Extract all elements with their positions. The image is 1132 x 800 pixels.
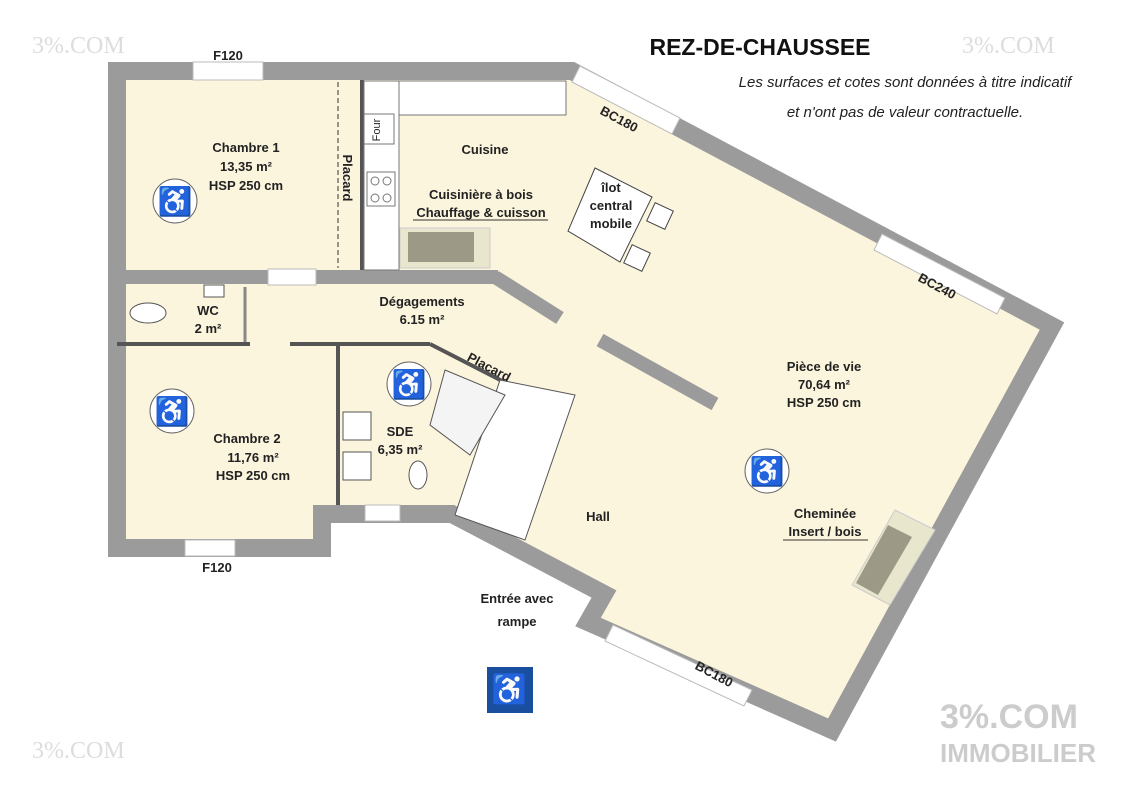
room-area: 2 m²	[195, 321, 222, 336]
room-area: 70,64 m²	[798, 377, 851, 392]
svg-text:♿: ♿	[158, 185, 193, 218]
room-area: 13,35 m²	[220, 159, 273, 174]
staircase	[429, 369, 576, 541]
watermark: 3%.COM 3%.COM 3%.COM 3%.COM IMMOBILIER	[32, 33, 1096, 768]
svg-text:♿: ♿	[155, 395, 190, 428]
svg-text:3%.COM: 3%.COM	[32, 738, 125, 764]
svg-text:3%.COM: 3%.COM	[32, 33, 125, 59]
wheelchair-icon: ♿ ♿ ♿ ♿	[149, 178, 790, 494]
kitchen-counter	[363, 80, 567, 271]
room-name: Chambre 1	[212, 140, 279, 155]
oven-label: Four	[371, 118, 383, 141]
accessibility-ramp-sign-icon: ♿	[487, 667, 533, 713]
island-label: îlot	[600, 180, 621, 195]
wood-stove	[399, 219, 548, 269]
fireplace-label: Insert / bois	[789, 524, 862, 539]
room-area: 11,76 m²	[227, 450, 279, 465]
room-name: Dégagements	[379, 294, 464, 309]
room-height: HSP 250 cm	[209, 178, 283, 193]
room-area: 6,35 m²	[378, 442, 423, 457]
appliance-label: Cuisinière à bois	[429, 187, 533, 202]
svg-text:3%.COM: 3%.COM	[940, 698, 1078, 736]
room-height: HSP 250 cm	[787, 395, 861, 410]
room-height: HSP 250 cm	[216, 468, 290, 483]
partitions	[117, 80, 511, 505]
window-label: F120	[213, 48, 243, 63]
entrance-label: rampe	[497, 614, 536, 629]
svg-text:3%.COM: 3%.COM	[962, 33, 1055, 59]
sanitary	[129, 284, 428, 490]
fireplace	[783, 509, 936, 606]
island-label: mobile	[590, 216, 632, 231]
interior-walls	[117, 270, 719, 411]
svg-text:♿: ♿	[392, 368, 427, 401]
svg-text:♿: ♿	[750, 455, 785, 488]
room-name: Placard	[340, 155, 355, 202]
appliance-label: Chauffage & cuisson	[416, 205, 545, 220]
entrance-label: Entrée avec	[481, 591, 554, 606]
oven	[363, 113, 395, 145]
kitchen-island	[567, 167, 674, 272]
disclaimer: Les surfaces et cotes sont données à tit…	[738, 74, 1072, 91]
room-name: WC	[197, 303, 219, 318]
window-label: F120	[202, 560, 232, 575]
disclaimer: et n'ont pas de valeur contractuelle.	[786, 104, 1024, 121]
island-label: central	[590, 198, 633, 213]
page-title: REZ-DE-CHAUSSEE	[649, 34, 871, 60]
room-name: Pièce de vie	[787, 359, 861, 374]
room-name: Hall	[586, 509, 610, 524]
svg-text:♿: ♿	[491, 672, 528, 707]
room-name: Chambre 2	[213, 431, 280, 446]
room-name: SDE	[387, 424, 414, 439]
fireplace-label: Cheminée	[794, 506, 856, 521]
windows	[184, 61, 1006, 707]
room-name: Cuisine	[462, 142, 509, 157]
room-area: 6.15 m²	[400, 312, 445, 327]
svg-text:IMMOBILIER: IMMOBILIER	[940, 738, 1096, 768]
